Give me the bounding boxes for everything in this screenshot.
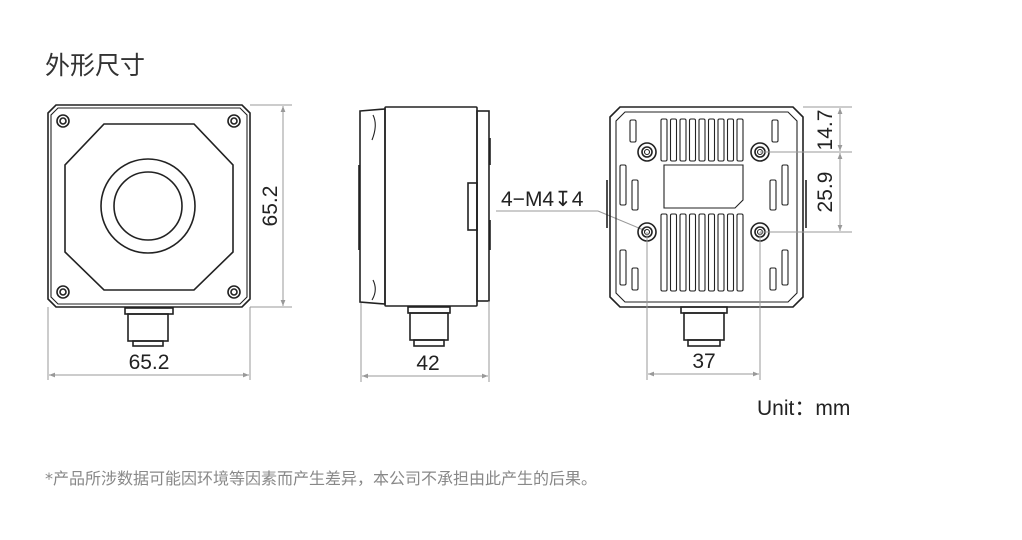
lens-icon (113, 171, 183, 241)
fin-slot (698, 213, 706, 292)
fin-slot (619, 164, 627, 206)
fin-slot (669, 118, 678, 162)
fin-slot (736, 213, 744, 292)
fin-slot (736, 118, 744, 162)
mounting-holes (637, 142, 770, 242)
side-connector (407, 306, 451, 347)
fin-slot (669, 213, 678, 292)
fin-slot (717, 118, 725, 162)
label-plate (663, 164, 744, 209)
fin-slot (717, 213, 725, 292)
lens-outer-ring (100, 158, 196, 254)
back-connector (680, 306, 728, 347)
fin-slot (631, 179, 639, 211)
fin-slot (769, 179, 777, 211)
fin-slot (679, 213, 687, 292)
back-view: 14.7 25.9 37 (606, 106, 852, 380)
fin-slot (688, 118, 697, 162)
unit-label: Unit：mm (757, 397, 851, 420)
fin-slot (660, 213, 668, 292)
fin-slot (769, 267, 777, 291)
fin-slot (619, 249, 627, 286)
top-offset-label: 14.7 (814, 110, 837, 151)
side-view: 42 4−M4↧4 (358, 106, 647, 382)
front-octagon-bezel (64, 123, 234, 291)
front-width-label: 65.2 (129, 351, 170, 374)
front-view: 65.2 65.2 (47, 104, 292, 380)
footnote: *产品所涉数据可能因环境等因素而产生差异，本公司不承担由此产生的后果。 (45, 469, 598, 488)
heatsink-fins (619, 118, 789, 292)
fin-slot (688, 213, 697, 292)
fin-slot (781, 164, 789, 206)
fin-slot (726, 118, 735, 162)
hole-spacing-v-label: 25.9 (814, 172, 837, 213)
thread-callout: 4−M4↧4 (501, 188, 584, 211)
fin-slot (707, 213, 716, 292)
fin-slot (631, 267, 639, 291)
front-height-label: 65.2 (259, 186, 282, 227)
front-screws (56, 114, 241, 299)
hole-spacing-h-label: 37 (692, 350, 715, 373)
fin-slot (629, 119, 637, 143)
section-title: 外形尺寸 (45, 51, 146, 80)
fin-slot (781, 249, 789, 286)
fin-slot (707, 118, 716, 162)
fin-slot (679, 118, 687, 162)
fin-slot (698, 118, 706, 162)
fin-slot (726, 213, 735, 292)
connector (124, 307, 174, 347)
fin-slot (660, 118, 668, 162)
side-depth-label: 42 (416, 352, 439, 375)
fin-slot (771, 119, 779, 143)
